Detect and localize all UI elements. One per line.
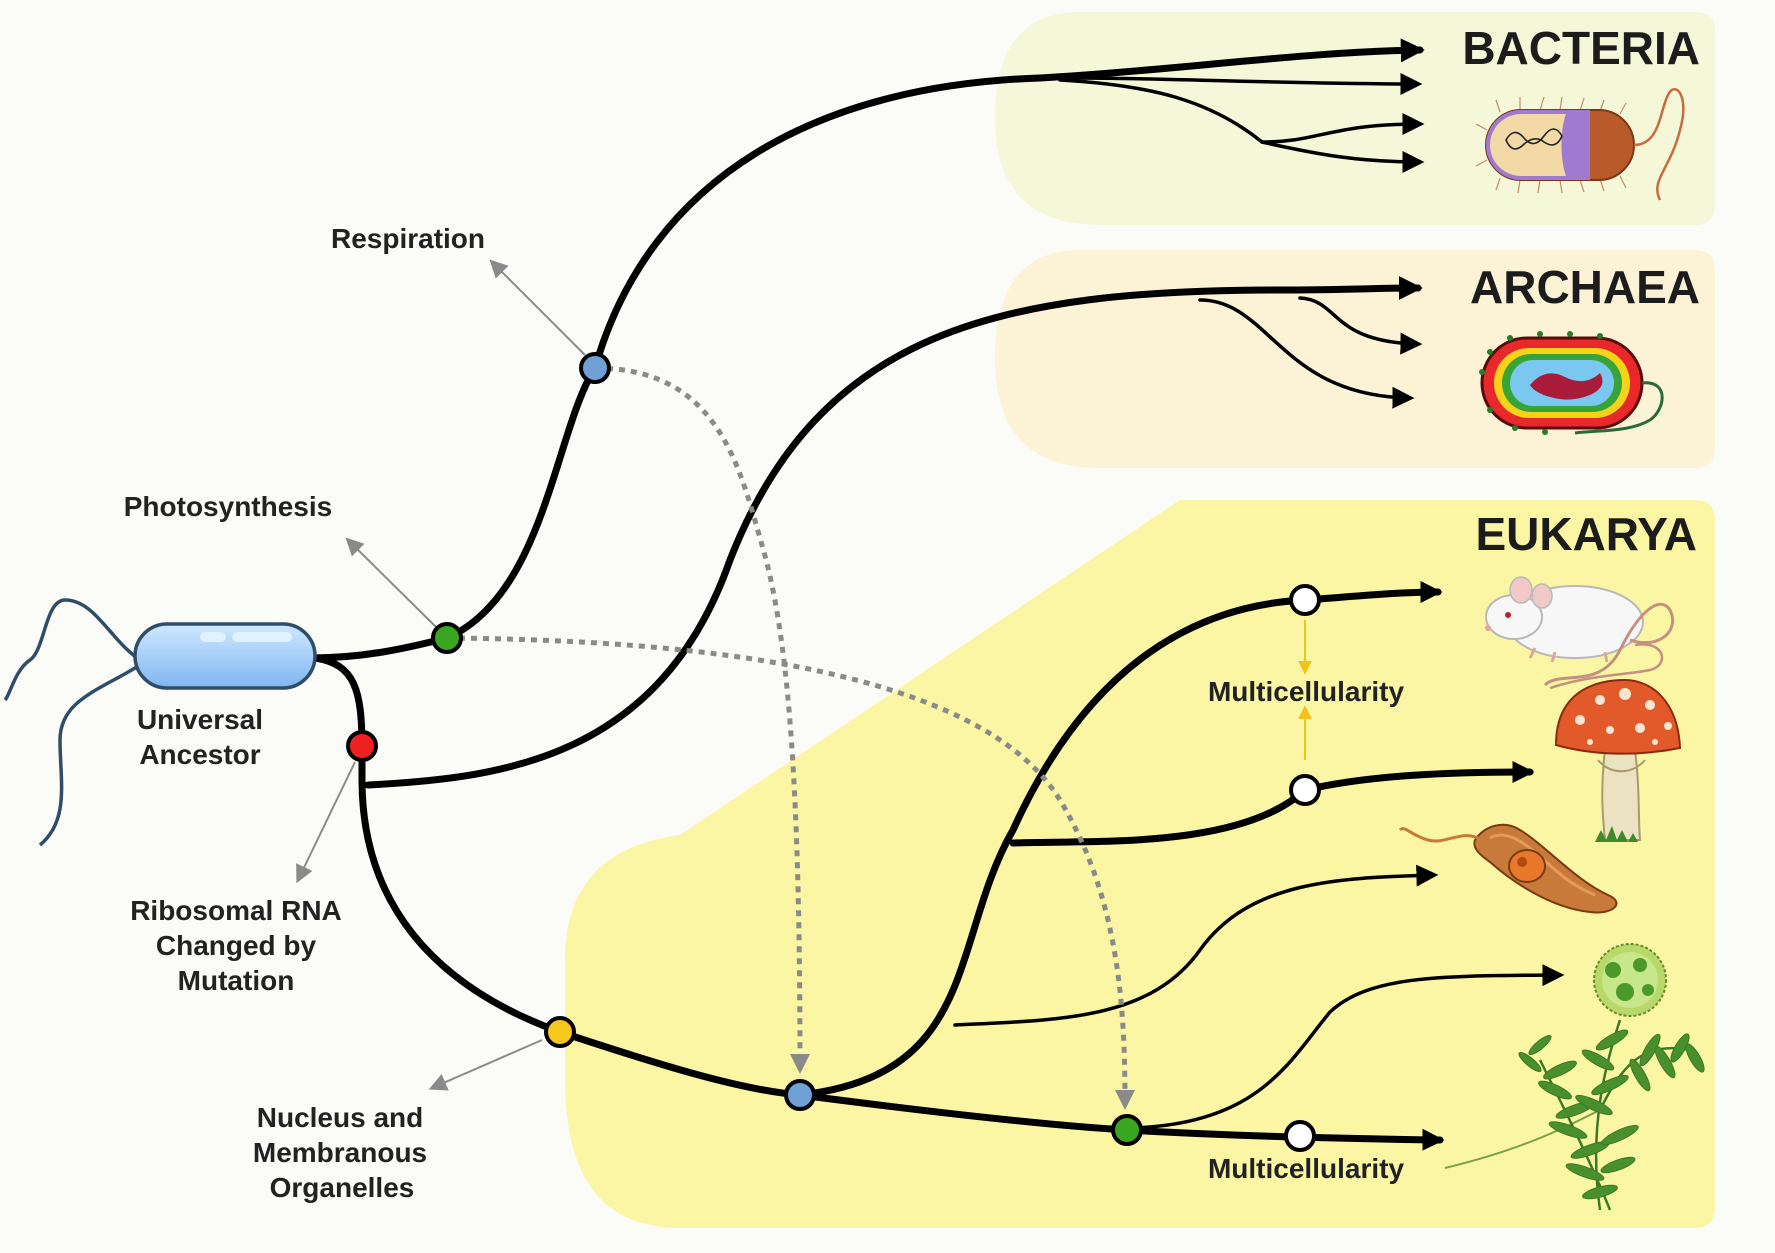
rod-bacterium-icon (1475, 88, 1685, 201)
plant-lineage (1123, 1126, 1445, 1151)
animal-multicellularity-node (1289, 584, 1321, 616)
plant-multicellularity-node (1284, 1120, 1316, 1152)
tree-branches (306, 38, 1535, 1151)
chloroplast-transfer-arrow (446, 635, 1135, 1110)
rrna-label-line1: Ribosomal RNA (130, 895, 342, 926)
archaea-twig-2 (1198, 298, 1415, 409)
respiration-node (579, 352, 611, 384)
bacteria-stem (443, 74, 1044, 642)
chloroplast-node (1111, 1114, 1143, 1146)
archaea-twig-1 (1298, 296, 1423, 355)
ancestor-label-line2: Ancestor (139, 739, 260, 770)
protist-twig (953, 864, 1439, 1027)
archaea-title: ARCHAEA (1470, 261, 1700, 313)
photosynthesis-node (431, 622, 463, 654)
tree-twigs (953, 72, 1565, 1130)
eukarya-panel (565, 500, 1715, 1228)
eukarya-trunk (556, 1028, 804, 1099)
mouse-icon (1485, 576, 1675, 690)
multicellularity-upper-label: Multicellularity (1208, 676, 1404, 707)
archaeon-cell-icon (1479, 331, 1664, 435)
multicellularity-lower-label: Multicellularity (1208, 1153, 1404, 1184)
mushroom-icon (1554, 678, 1682, 842)
fungi-branch (1009, 786, 1309, 847)
photosynthesis-pointer (345, 537, 438, 629)
nucleus-pointer (428, 1039, 543, 1091)
fungi-multicellularity-node (1289, 774, 1321, 806)
rrna-label-line2: Changed by (156, 930, 317, 961)
photosynthesis-label: Photosynthesis (124, 491, 332, 522)
respiration-label: Respiration (331, 223, 485, 254)
bacteria-twig-stem (1058, 78, 1264, 144)
respiration-pointer (489, 259, 586, 356)
rrna-node (346, 730, 378, 762)
bacteria-main-lineage (1036, 38, 1425, 82)
fern-icon (1444, 1019, 1705, 1211)
alga-twig (1128, 964, 1565, 1130)
archaea-stem (364, 286, 1284, 789)
opisthokont-stem (796, 596, 1309, 1099)
mitochondria-node (784, 1079, 816, 1111)
animal-lineage (1301, 581, 1443, 604)
trunk-to-photosynthesis (306, 634, 451, 662)
trunk-descending (311, 654, 564, 1036)
rrna-pointer (296, 761, 356, 884)
nucleus-label-line1: Nucleus and (257, 1102, 423, 1133)
protist-icon (1398, 823, 1618, 914)
green-alga-icon (1593, 943, 1667, 1017)
bacteria-twig-2 (1260, 113, 1425, 144)
bacteria-twig-1 (1068, 72, 1423, 95)
rrna-label-line3: Mutation (178, 965, 295, 996)
ancestor-cell-icon (133, 622, 317, 690)
mitochondria-transfer-arrow (594, 365, 810, 1074)
archaea-main-lineage (1276, 276, 1423, 301)
ancestor-label-line1: Universal (137, 704, 263, 735)
bacteria-twig-3 (1260, 140, 1425, 173)
nucleus-node (544, 1016, 576, 1048)
fungi-lineage (1301, 761, 1535, 794)
bacteria-title: BACTERIA (1462, 22, 1700, 74)
nucleus-label-line2: Membranous (253, 1137, 427, 1168)
eukarya-title: EUKARYA (1475, 508, 1697, 560)
eukarya-lower-stem (796, 1091, 1131, 1134)
nucleus-label-line3: Organelles (270, 1172, 415, 1203)
ancestor-flagellum (3, 598, 141, 847)
